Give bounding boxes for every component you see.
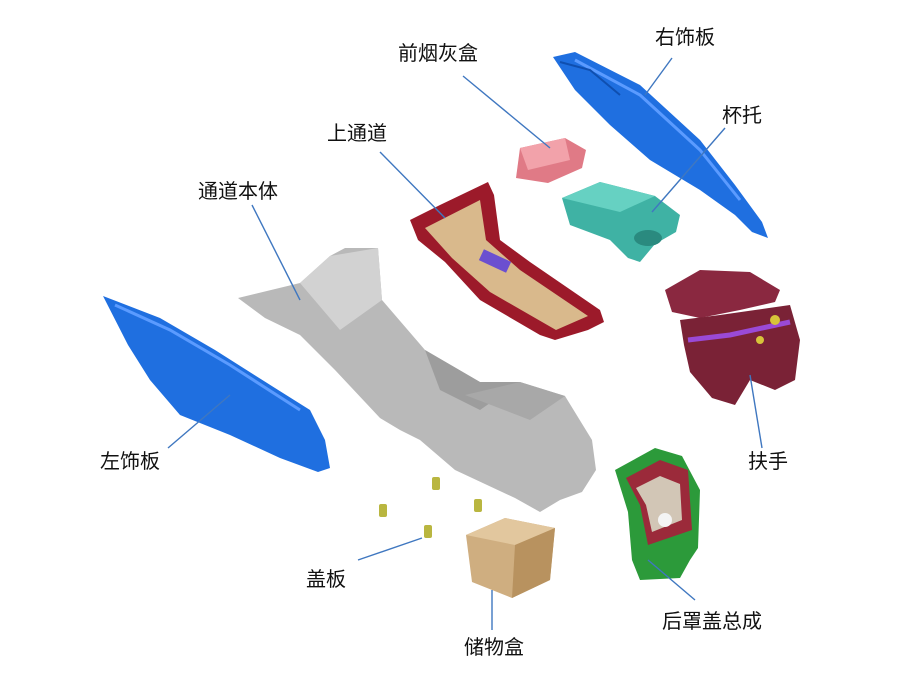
label-cover-plate: 盖板 <box>306 567 346 591</box>
label-armrest: 扶手 <box>748 449 788 473</box>
leader-cover-plate <box>357 537 423 561</box>
leader-rear-cover <box>647 559 696 601</box>
label-console-body: 通道本体 <box>198 179 278 203</box>
cover-plate-clips <box>379 477 482 538</box>
label-storage-box: 储物盒 <box>464 635 524 659</box>
label-rear-cover-assembly: 后罩盖总成 <box>662 609 762 633</box>
cup-holder-part <box>562 182 680 262</box>
upper-channel-part <box>410 182 604 340</box>
label-left-trim: 左饰板 <box>100 449 160 473</box>
armrest-part <box>665 270 800 405</box>
label-right-trim: 右饰板 <box>655 25 715 49</box>
left-trim-part <box>103 296 330 472</box>
label-upper-channel: 上通道 <box>327 121 387 145</box>
rear-cover-assembly-part <box>615 448 700 580</box>
console-body-part <box>238 248 596 512</box>
label-cup-holder: 杯托 <box>722 103 762 127</box>
leader-lines <box>167 57 763 630</box>
leader-front-ashtray <box>462 75 551 149</box>
front-ashtray-part <box>516 138 586 183</box>
right-trim-part <box>553 52 768 238</box>
leader-console-body <box>251 204 301 301</box>
leader-right-trim <box>644 57 673 96</box>
storage-box-part <box>466 518 555 598</box>
leader-armrest <box>749 374 763 449</box>
leader-left-trim <box>167 394 231 449</box>
leader-upper-channel <box>379 151 446 219</box>
label-front-ashtray: 前烟灰盒 <box>398 41 478 65</box>
leader-cup-holder <box>651 127 726 213</box>
